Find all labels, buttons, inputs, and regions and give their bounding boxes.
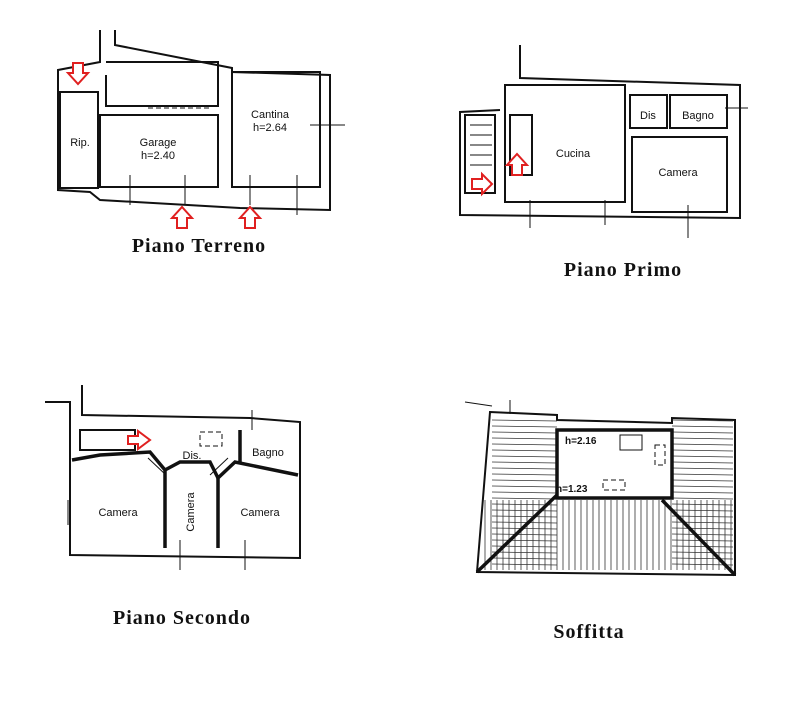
- room-label-rip: Rip.: [70, 137, 90, 149]
- room-ripostiglio: [59, 91, 99, 189]
- room-label-garage: Garage: [140, 137, 177, 149]
- entrance-arrow-icon: [169, 205, 195, 229]
- room-label-camera-1: Camera: [98, 507, 138, 519]
- room-label-camera-2: Camera: [185, 492, 197, 532]
- room-label-camera: Camera: [658, 167, 698, 179]
- room-label-dis: Dis: [640, 110, 656, 122]
- room-height-cantina: h=2.64: [253, 122, 287, 134]
- room-label-cucina: Cucina: [556, 148, 591, 160]
- plan-piano-primo: Cucina Dis Bagno Camera Piano Primo: [459, 45, 748, 281]
- roof-hatching: [484, 419, 734, 570]
- room-label-bagno: Bagno: [682, 110, 714, 122]
- plan-title-piano-primo: Piano Primo: [564, 259, 682, 281]
- attic-room: [555, 428, 674, 500]
- stairs: [79, 429, 136, 451]
- stair-direction-arrow-icon: [504, 152, 530, 176]
- entrance-arrow-icon: [237, 205, 263, 229]
- plan-title-piano-secondo: Piano Secondo: [113, 607, 251, 629]
- room-height-garage: h=2.40: [141, 150, 175, 162]
- height-label-max: h=2.16: [565, 436, 597, 447]
- room-label-dis: Dis.: [183, 450, 202, 462]
- room-bagno: [669, 94, 728, 129]
- stair-direction-arrow-icon: [127, 429, 152, 451]
- stairs: [464, 114, 496, 194]
- room-cucina: [504, 84, 626, 203]
- plan-soffitta: h=2.16 h=1.23 Soffitta: [464, 400, 737, 643]
- height-label-min: h=1.23: [556, 484, 588, 495]
- room-dis: [629, 94, 668, 129]
- room-label-camera-3: Camera: [240, 507, 280, 519]
- room-camera: [631, 136, 728, 213]
- room-cantina: [231, 71, 321, 188]
- entrance-arrow-icon: [65, 62, 91, 86]
- plan-title-piano-terreno: Piano Terreno: [132, 235, 266, 257]
- plan-piano-secondo: Camera Camera Camera Dis. Bagno Piano Se…: [45, 385, 301, 629]
- plan-piano-terreno: Rip. Garage h=2.40 Cantina h=2.64 Piano …: [57, 30, 345, 257]
- room-label-cantina: Cantina: [251, 109, 290, 121]
- room-label-bagno: Bagno: [252, 447, 284, 459]
- entrance-arrow-icon: [471, 171, 494, 197]
- plan-title-soffitta: Soffitta: [553, 621, 624, 643]
